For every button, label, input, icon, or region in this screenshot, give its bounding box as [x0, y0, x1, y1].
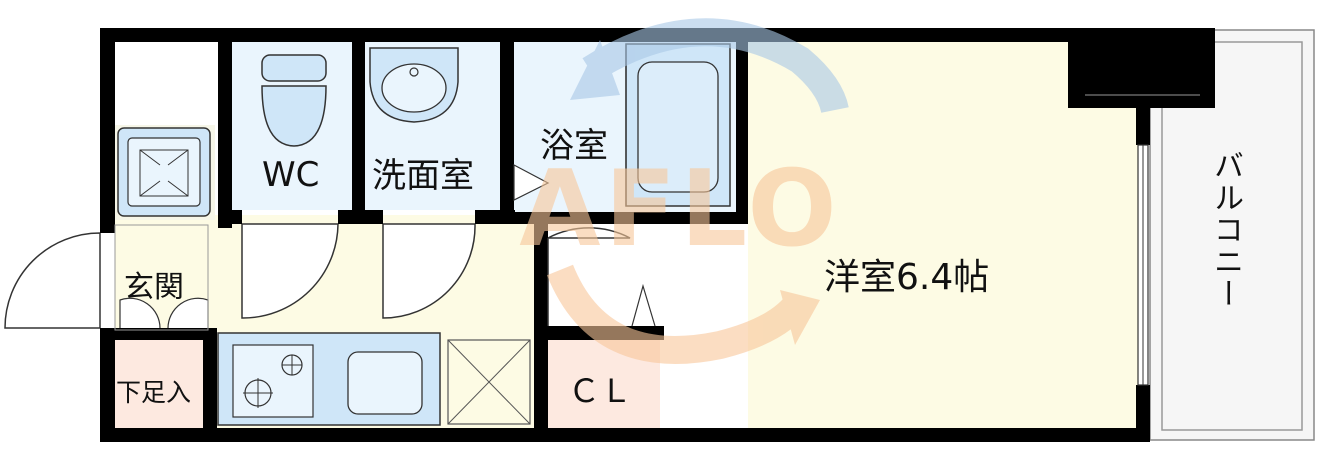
- label-western-room: 洋室6.4帖: [824, 257, 990, 298]
- wall-kitchen-left: [203, 330, 217, 430]
- wall-wet-bottom-1: [218, 210, 242, 224]
- label-shoe-box: 下足入: [116, 378, 192, 407]
- shoebox-door-left: [119, 297, 161, 329]
- wall-wc-wash: [352, 28, 365, 213]
- wall-wet-left: [218, 28, 232, 228]
- bath-door-swing: [513, 164, 550, 201]
- wall-left-lower: [100, 330, 115, 442]
- pipe-shaft: [1068, 28, 1215, 108]
- toilet-icon: [261, 54, 327, 147]
- wall-left-upper: [100, 28, 115, 233]
- wall-bath-bottom: [514, 212, 748, 224]
- wall-wash-bath: [500, 28, 514, 213]
- washing-machine-icon: [117, 127, 211, 217]
- wash-basin-icon: [369, 47, 459, 123]
- label-wc: WC: [262, 155, 320, 195]
- wall-bottom: [100, 428, 1150, 442]
- balcony-rail: [1161, 41, 1303, 431]
- bathtub-icon: [625, 43, 731, 207]
- aflo-watermark-text: AFLO: [519, 148, 840, 270]
- shoebox-door-right: [167, 297, 209, 329]
- washroom-door-swing: [382, 223, 476, 319]
- kitchen-counter-icon: [217, 332, 441, 426]
- label-bathroom: 浴室: [540, 126, 608, 166]
- wc-door-swing: [241, 223, 339, 319]
- closet-door-marker: [631, 283, 656, 327]
- front-door-swing: [4, 232, 101, 329]
- label-closet: ＣＬ: [568, 372, 633, 410]
- wall-bath-right: [736, 28, 748, 223]
- aflo-watermark: [547, 18, 849, 364]
- refrigerator-space: [447, 339, 531, 425]
- shoe-box-floor: [115, 340, 203, 430]
- label-entrance: 玄関: [124, 270, 184, 305]
- wall-wet-bottom-2: [338, 210, 383, 224]
- label-washroom: 洗面室: [372, 156, 474, 196]
- label-balcony: バルコニー: [1208, 150, 1243, 310]
- wall-wet-bottom-3: [475, 210, 515, 224]
- closet-door-swing: [547, 227, 631, 326]
- wall-entrance-bottom: [100, 328, 217, 340]
- entrance-step: [114, 224, 209, 331]
- wall-right-lower: [1136, 385, 1150, 442]
